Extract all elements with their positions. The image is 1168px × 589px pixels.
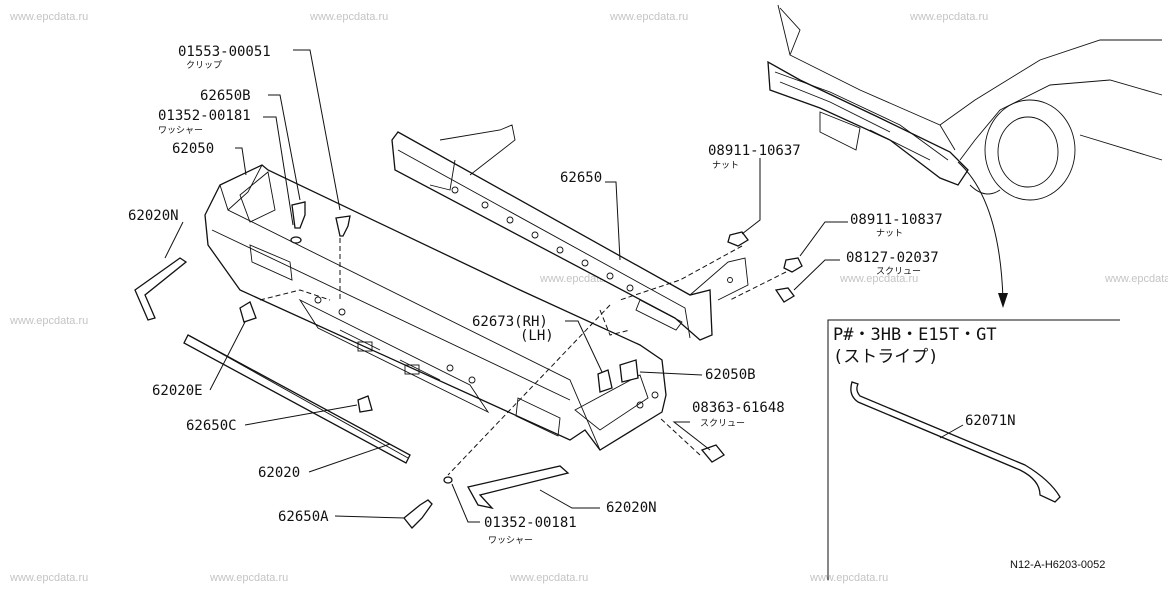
inset-panel: P#・3HB・E15T・GT (ストライプ) 62071N [827,319,1120,580]
watermark: www.epcdata.ru [309,11,388,23]
label-08363-61648: 08363-61648 [692,400,785,416]
label-nut-b: ナット [876,228,903,239]
label-62650B: 62650B [200,88,251,104]
label-screw-a: スクリュー [876,266,921,277]
callout-arrow [957,161,1004,301]
bumper-assembly [134,124,803,529]
label-washer-top: ワッシャー [158,126,203,136]
label-62650C: 62650C [186,418,237,434]
watermark: www.epcdata.ru [9,315,88,327]
label-62673-lh: (LH) [520,328,554,344]
label-clip: クリップ [186,60,222,71]
watermark: www.epcdata.ru [1104,273,1168,285]
inset-subtitle: (ストライプ) [833,347,938,367]
label-62020N-right: 62020N [606,500,657,516]
label-62020N-left: 62020N [128,208,179,224]
label-01352-00181-top: 01352-00181 [158,108,251,124]
inset-title: P#・3HB・E15T・GT [833,325,997,345]
watermark: www.epcdata.ru [909,11,988,23]
diagram-reference: N12-A-H6203-0052 [1010,559,1105,571]
leader-lines [164,49,848,523]
label-screw-b: スクリュー [700,418,745,429]
label-08127-02037: 08127-02037 [846,250,939,266]
label-01352-00181-bottom: 01352-00181 [484,515,577,531]
label-62650: 62650 [560,170,602,186]
label-62050B: 62050B [705,367,756,383]
label-08911-10637: 08911-10637 [708,143,801,159]
arrow-head [998,293,1008,308]
label-08911-10837: 08911-10837 [850,212,943,228]
watermark: www.epcdata.ru [839,273,918,285]
watermark: www.epcdata.ru [809,572,888,584]
label-62071N: 62071N [965,413,1016,429]
label-62650A: 62650A [278,509,329,525]
label-62020E: 62020E [152,383,203,399]
watermark: www.epcdata.ru [209,572,288,584]
label-62050: 62050 [172,141,214,157]
label-01553-00051: 01553-00051 [178,44,271,60]
watermark: www.epcdata.ru [509,572,588,584]
label-nut-a: ナット [712,160,739,171]
watermark: www.epcdata.ru [609,11,688,23]
part-labels: 01553-00051 クリップ 62650B 01352-00181 ワッシャ… [128,44,943,546]
watermark: www.epcdata.ru [9,11,88,23]
label-washer-bottom: ワッシャー [488,536,533,546]
label-62673-rh: 62673(RH) [472,314,548,330]
watermarks: www.epcdata.ru www.epcdata.ru www.epcdat… [9,11,1168,584]
car-body-illustration [767,4,1163,201]
label-62020: 62020 [258,465,300,481]
watermark: www.epcdata.ru [9,572,88,584]
